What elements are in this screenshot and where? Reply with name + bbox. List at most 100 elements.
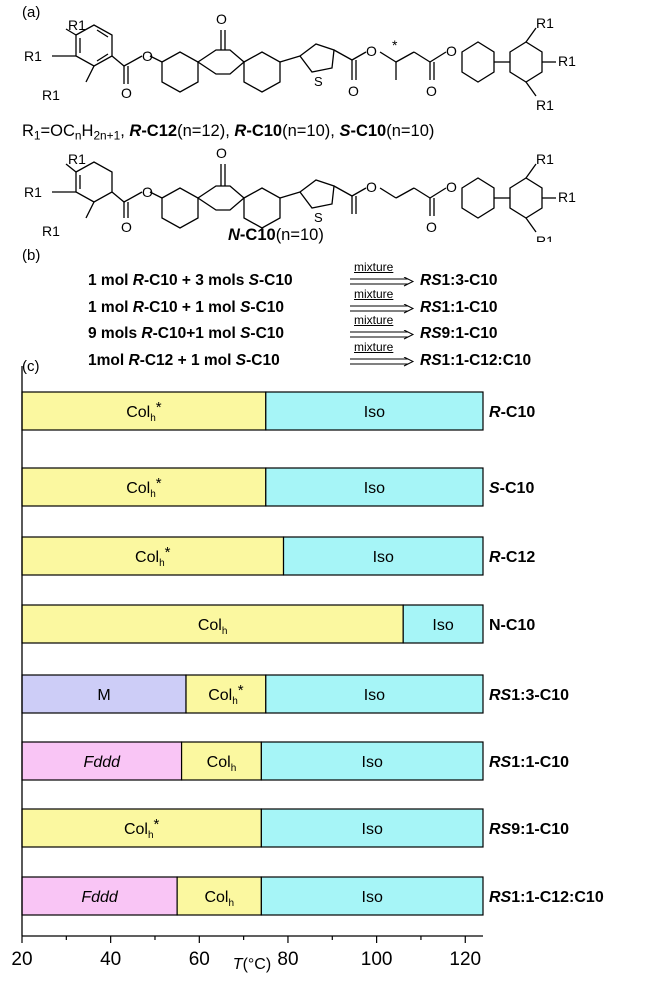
r1-label: R1 [558,189,576,205]
oxygen-atom: O [446,179,457,195]
ketone-oxygen: O [216,145,227,161]
double-arrow-icon [350,277,415,287]
oxygen-atom: O [426,219,437,235]
mixture-product: RS1:1-C10 [420,299,498,316]
row-label: RS1:1-C12:C10 [489,889,604,906]
phase-label: Colh [207,754,237,774]
phase-label: Iso [362,889,383,906]
mixture-arrow: mixture [350,340,416,369]
phase-bar-segment [265,391,484,431]
phase-bar-segment [265,674,484,714]
r1-label: R1 [24,184,42,200]
panel-a-label: (a) [22,4,41,21]
mixture-arrow-label: mixture [354,313,394,327]
r1-label: R1 [42,87,60,103]
mixture-components: 9 mols R-C10+1 mol S-C10 [88,325,285,342]
oxygen-atom: O [366,179,377,195]
x-axis-label: T(°C) [233,956,271,973]
oxygen-atom: O [426,83,437,99]
row-label: RS9:1-C10 [489,821,569,838]
mixture-components: 1 mol R-C10 + 1 mol S-C10 [88,299,285,316]
phase-bar-segment [185,674,267,714]
row-label: N-C10 [489,617,535,634]
r1-label: R1 [68,151,86,167]
double-arrow-icon [350,357,415,367]
phase-bar-segment [21,604,404,644]
r1-label: R1 [536,151,554,167]
r1-label: R1 [536,15,554,31]
oxygen-atom: O [366,43,377,59]
phase-bar-segment [260,741,484,781]
panel-c-label: (c) [22,358,40,375]
x-tick-label: 40 [100,949,121,970]
oxygen-atom: O [142,184,153,200]
phase-label: Iso [364,480,385,497]
phase-label: Iso [362,821,383,838]
mixture-arrow-label: mixture [354,287,394,301]
phase-bar-segment [180,741,262,781]
achiral-compound-label: N-C10(n=10) [228,226,324,244]
phase-bar-segment [21,876,178,916]
chiral-molecule-structure: R1 R1 R1 O O O S O O * O O R1 R1 R1 [24,11,576,113]
x-tick-label: 80 [277,949,298,970]
oxygen-atom: O [121,219,132,235]
phase-bar-segment [21,391,267,431]
mixture-arrow-label: mixture [354,340,394,354]
phase-label: Iso [364,404,385,421]
row-label: R-C10 [489,404,535,421]
r1-label: R1 [24,48,42,64]
mixture-components: 1 mol R-C10 + 3 mols S-C10 [88,272,293,289]
oxygen-atom: O [348,83,359,99]
mixture-arrow-label: mixture [354,260,394,274]
x-tick-label: 20 [11,949,32,970]
panel-b-label: (b) [22,247,41,264]
phase-label: Colh* [126,475,162,500]
phase-bar-segment [21,467,267,507]
mixture-product: RS9:1-C10 [420,325,498,342]
double-arrow-icon [350,330,415,340]
row-label: S-C10 [489,480,534,497]
oxygen-atom: O [446,43,457,59]
phase-label: Colh* [126,399,162,424]
phase-bar-segment [21,741,183,781]
x-tick-label: 100 [361,949,393,970]
phase-label: Colh [198,617,228,637]
mixture-arrow: mixture [350,287,416,316]
chiral-star: * [392,37,398,53]
row-label: R-C12 [489,549,535,566]
row-label: RS1:1-C10 [489,754,569,771]
mixture-components: 1mol R-C12 + 1 mol S-C10 [88,352,280,369]
double-arrow-icon [350,304,415,314]
oxygen-atom: O [142,48,153,64]
mixture-arrow: mixture [350,313,416,342]
row-label: RS1:3-C10 [489,687,569,704]
thiophene-sulfur: S [314,210,323,225]
mixture-product: RS1:3-C10 [420,272,498,289]
phase-label: Fddd [84,754,122,771]
r1-label: R1 [42,223,60,239]
mixture-product: RS1:1-C12:C10 [420,352,532,369]
oxygen-atom: O [121,85,132,101]
phase-bar-segment [402,604,484,644]
phase-bar-segment [282,536,484,576]
r1-label: R1 [558,53,576,69]
phase-label: M [97,687,110,704]
phase-label: Iso [364,687,385,704]
phase-label: Fddd [81,889,119,906]
x-tick-label: 120 [449,949,481,970]
r-substituent-definition: R1=OCnH2n+1, R-C12(n=12), R-C10(n=10), S… [22,122,435,143]
phase-bar-segment [176,876,262,916]
x-tick-label: 60 [189,949,210,970]
achiral-molecule-structure: R1 R1 R1 O O O S O O O R1 R1 R1 [24,145,576,242]
r1-label: R1 [536,233,554,242]
thiophene-sulfur: S [314,74,323,89]
phase-label: Iso [362,754,383,771]
mixture-arrow: mixture [350,260,416,289]
phase-label: Colh* [135,544,171,569]
phase-label: Colh [204,889,234,909]
phase-bar-segment [260,808,484,848]
ketone-oxygen: O [216,11,227,27]
